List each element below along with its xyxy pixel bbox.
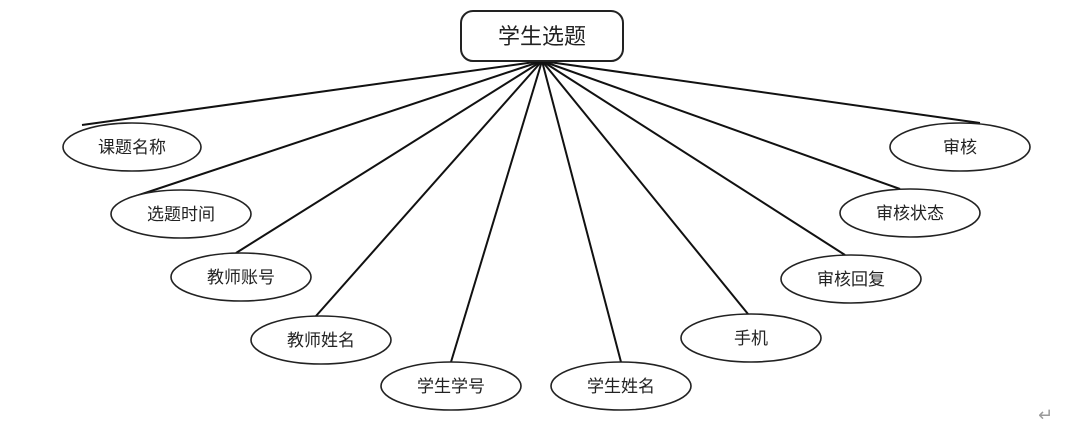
attr-topic-name-ellipse (62, 122, 202, 172)
attr-review: 审核 (889, 122, 1031, 172)
attr-student-id: 学生学号 (380, 361, 522, 411)
connector-line-student-name (541, 60, 622, 363)
connector-line-teacher-name (315, 60, 543, 317)
attr-review-status-label: 审核状态 (876, 204, 944, 224)
attr-student-name-ellipse (550, 361, 692, 411)
attr-student-name-label: 学生姓名 (587, 377, 655, 397)
attr-review-reply-label: 审核回复 (817, 270, 885, 290)
attr-review-status: 审核状态 (839, 188, 981, 238)
attr-phone-ellipse (680, 313, 822, 363)
attr-student-id-label: 学生学号 (417, 377, 485, 397)
connector-line-review-status (541, 60, 901, 190)
connector-line-review-reply (541, 60, 846, 256)
connector-line-teacher-account (235, 60, 543, 254)
attr-teacher-account: 教师账号 (170, 252, 312, 302)
attr-phone: 手机 (680, 313, 822, 363)
attr-teacher-name-ellipse (250, 315, 392, 365)
attr-review-reply-ellipse (780, 254, 922, 304)
attr-teacher-name: 教师姓名 (250, 315, 392, 365)
attr-student-name: 学生姓名 (550, 361, 692, 411)
connector-line-select-time (129, 60, 543, 199)
attr-select-time-ellipse (110, 189, 252, 239)
attr-topic-name-label: 课题名称 (98, 138, 166, 158)
attr-teacher-account-ellipse (170, 252, 312, 302)
connector-line-review (541, 60, 981, 124)
attr-review-status-ellipse (839, 188, 981, 238)
entity-box (460, 10, 624, 62)
entity-label: 学生选题 (498, 25, 586, 50)
attr-phone-label: 手机 (734, 329, 768, 349)
attr-select-time-label: 选题时间 (147, 205, 215, 225)
attr-review-ellipse (889, 122, 1031, 172)
attr-review-label: 审核 (943, 138, 977, 158)
attr-review-reply: 审核回复 (780, 254, 922, 304)
connector-line-topic-name (81, 60, 543, 126)
attr-topic-name: 课题名称 (62, 122, 202, 172)
connector-line-student-id (450, 60, 543, 363)
entity-student-topic: 学生选题 (460, 10, 624, 62)
connector-line-phone (541, 60, 749, 315)
attr-select-time: 选题时间 (110, 189, 252, 239)
attr-student-id-ellipse (380, 361, 522, 411)
attr-teacher-account-label: 教师账号 (207, 268, 275, 288)
attr-teacher-name-label: 教师姓名 (287, 331, 355, 351)
paragraph-mark-icon: ↵ (1038, 405, 1054, 426)
